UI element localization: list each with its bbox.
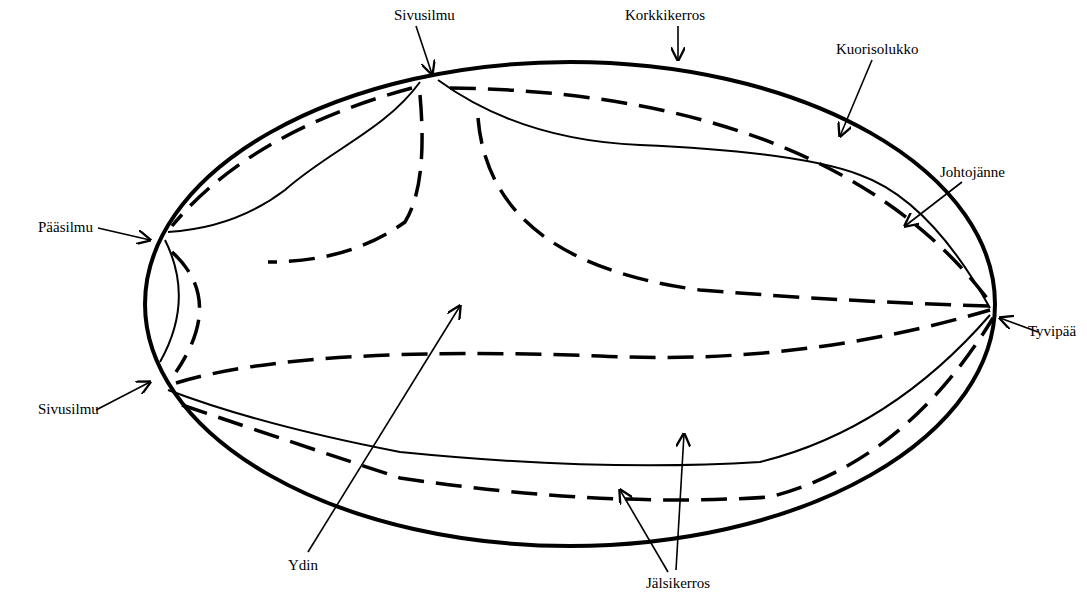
part-label: Korkkikerros — [625, 6, 705, 24]
part-label: Jälsikerros — [646, 574, 710, 592]
leader-arrows — [96, 26, 1038, 572]
part-label: Sivusilmu — [394, 6, 455, 24]
part-label: Ydin — [288, 556, 318, 574]
dashed-layers — [172, 88, 993, 500]
tuber-outline — [145, 62, 995, 546]
part-label: Kuorisolukko — [836, 40, 919, 58]
vascular-lines — [160, 80, 990, 465]
part-label: Pääsilmu — [38, 218, 93, 236]
part-label: Sivusilmu — [38, 400, 99, 418]
part-label: Tyvipää — [1028, 322, 1076, 340]
part-label: Johtojänne — [940, 163, 1005, 181]
